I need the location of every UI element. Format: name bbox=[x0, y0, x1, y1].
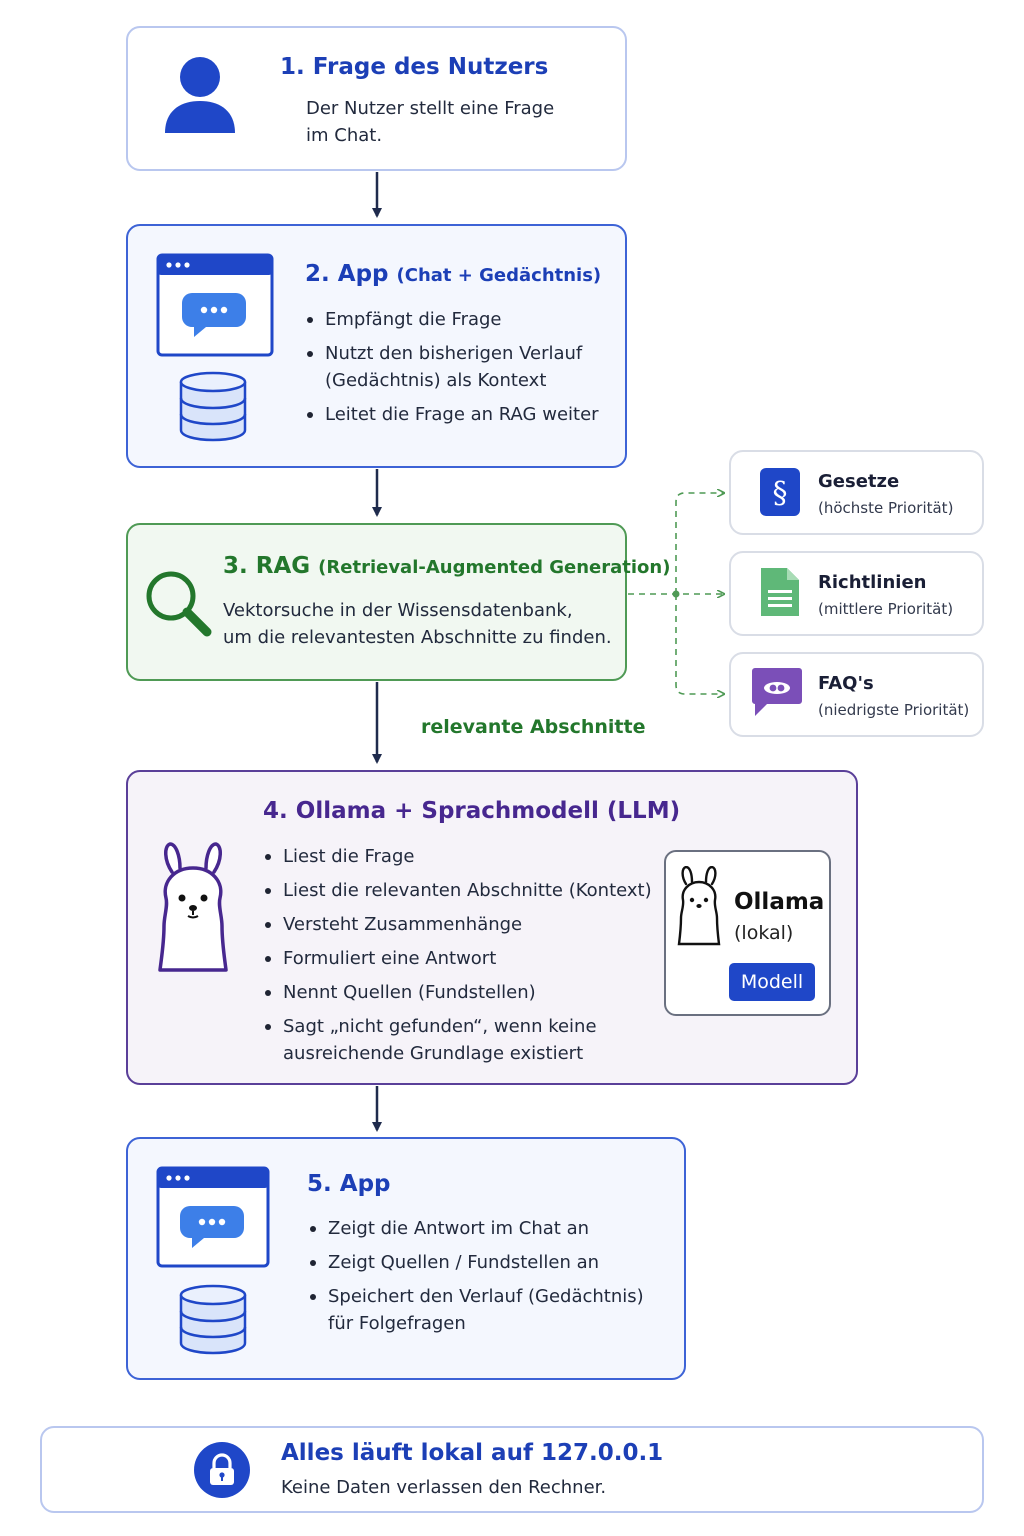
llama-icon bbox=[158, 842, 228, 972]
chat-window-icon bbox=[156, 253, 274, 357]
edge-label-relevant-sections: relevante Abschnitte bbox=[421, 716, 646, 738]
list-item: Zeigt die Antwort im Chat an bbox=[308, 1215, 644, 1242]
list-item: Formuliert eine Antwort bbox=[263, 945, 652, 972]
source-priority: (niedrigste Priorität) bbox=[818, 701, 970, 719]
ollama-name: Ollama bbox=[734, 889, 825, 915]
step-3-card bbox=[126, 523, 627, 681]
lock-icon bbox=[194, 1442, 250, 1498]
faq-chat-icon bbox=[752, 668, 802, 716]
source-name: Gesetze bbox=[818, 471, 900, 492]
step-4-bullets: Liest die Frage Liest die relevanten Abs… bbox=[263, 843, 652, 1074]
footer-text: Keine Daten verlassen den Rechner. bbox=[281, 1477, 607, 1498]
ollama-logo-icon bbox=[677, 866, 721, 946]
list-item: Liest die Frage bbox=[263, 843, 652, 870]
step-5-title: 5. App bbox=[307, 1171, 391, 1197]
step-4-title: 4. Ollama + Sprachmodell (LLM) bbox=[263, 798, 681, 824]
step-2-bullets: Empfängt die Frage Nutzt den bisherigen … bbox=[305, 306, 599, 435]
step-3-title: 3. RAG (Retrieval-Augmented Generation) bbox=[223, 553, 671, 579]
list-item: Leitet die Frage an RAG weiter bbox=[305, 401, 599, 428]
list-item: Speichert den Verlauf (Gedächtnis)für Fo… bbox=[308, 1283, 644, 1337]
step-1-title: 1. Frage des Nutzers bbox=[280, 54, 549, 80]
source-name: FAQ's bbox=[818, 673, 874, 694]
svg-text:§: § bbox=[773, 476, 788, 511]
ollama-location: (lokal) bbox=[734, 922, 794, 944]
paragraph-icon: § bbox=[760, 468, 800, 516]
step-1-card bbox=[126, 26, 627, 171]
list-item: Versteht Zusammenhänge bbox=[263, 911, 652, 938]
modell-button[interactable]: Modell bbox=[729, 963, 815, 1001]
list-item: Nennt Quellen (Fundstellen) bbox=[263, 979, 652, 1006]
list-item: Nutzt den bisherigen Verlauf(Gedächtnis)… bbox=[305, 340, 599, 394]
list-item: Zeigt Quellen / Fundstellen an bbox=[308, 1249, 644, 1276]
step-5-bullets: Zeigt die Antwort im Chat an Zeigt Quell… bbox=[308, 1215, 644, 1344]
magnifier-icon bbox=[146, 571, 212, 637]
source-name: Richtlinien bbox=[818, 572, 927, 593]
source-priority: (mittlere Priorität) bbox=[818, 600, 954, 618]
step-2-title: 2. App (Chat + Gedächtnis) bbox=[305, 261, 602, 287]
source-priority: (höchste Priorität) bbox=[818, 499, 954, 517]
document-icon bbox=[761, 568, 799, 616]
database-icon bbox=[179, 371, 247, 442]
step-1-text: Der Nutzer stellt eine Frage im Chat. bbox=[306, 98, 555, 146]
footer-title: Alles läuft lokal auf 127.0.0.1 bbox=[281, 1440, 664, 1466]
list-item: Empfängt die Frage bbox=[305, 306, 599, 333]
step-3-text: Vektorsuche in der Wissensdatenbank, um … bbox=[223, 600, 612, 648]
chat-window-icon bbox=[156, 1166, 270, 1268]
list-item: Liest die relevanten Abschnitte (Kontext… bbox=[263, 877, 652, 904]
database-icon bbox=[179, 1284, 247, 1355]
user-icon bbox=[165, 57, 235, 133]
